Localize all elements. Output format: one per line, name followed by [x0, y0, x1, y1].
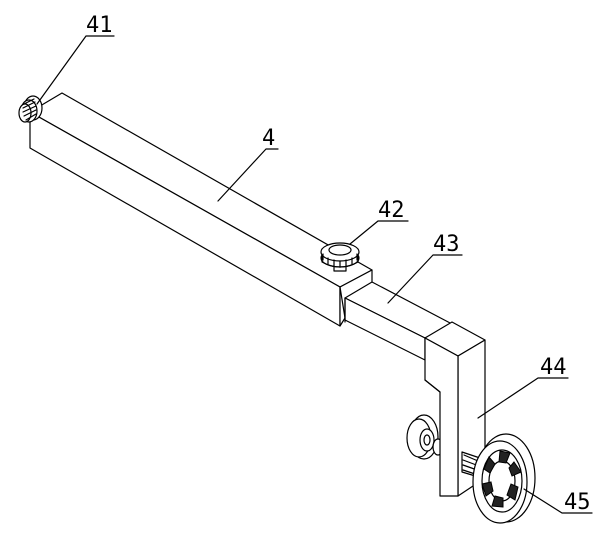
main-tube-front-face: [29, 111, 341, 327]
end-fitting: [18, 95, 43, 123]
label-44: 44: [540, 355, 567, 380]
label-43: 43: [433, 232, 460, 257]
locking-knob: [320, 242, 360, 272]
main-tube: [29, 92, 373, 327]
label-4: 4: [262, 126, 275, 151]
label-41: 41: [86, 13, 113, 38]
hand-wheel: [472, 433, 536, 524]
leader-lines: [36, 35, 593, 514]
label-42: 42: [378, 198, 405, 223]
label-45: 45: [564, 490, 591, 515]
back-wheel: [406, 414, 444, 460]
